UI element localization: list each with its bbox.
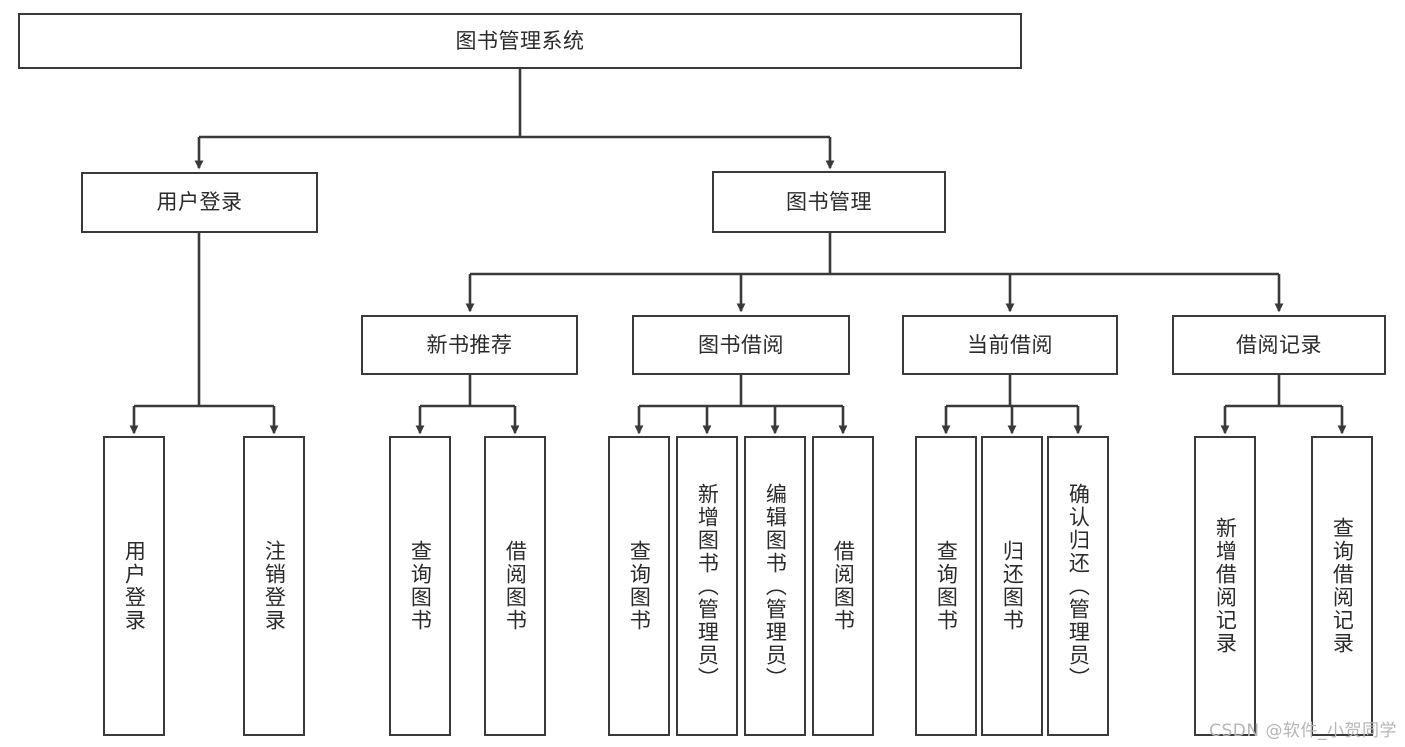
node-current-borrow[interactable]: 当前借阅 [902,315,1118,375]
node-leaf-cb-return-book-label: 归还图书 [1000,540,1025,632]
node-user-login-label: 用户登录 [156,190,243,215]
node-book-management-label: 图书管理 [786,189,872,214]
node-leaf-cb-confirm-return[interactable]: 确认归还（管理员） [1047,436,1109,736]
node-leaf-br-query-record-label: 查询借阅记录 [1330,517,1355,655]
node-leaf-bb-edit-book-label: 编辑图书（管理员） [763,482,788,690]
node-root-label: 图书管理系统 [455,28,585,53]
node-leaf-br-add-record[interactable]: 新增借阅记录 [1194,436,1256,736]
node-borrow-record-label: 借阅记录 [1236,332,1322,357]
node-leaf-bb-borrow-book[interactable]: 借阅图书 [812,436,874,736]
node-leaf-nbr-query-book-label: 查询图书 [408,540,433,632]
csdn-watermark: CSDN @软件_小贺同学 [1209,721,1397,741]
node-root-book-management-system[interactable]: 图书管理系统 [18,13,1022,69]
node-leaf-user-login-label: 用户登录 [122,540,147,632]
node-leaf-logout[interactable]: 注销登录 [243,436,305,736]
node-new-book-recommend[interactable]: 新书推荐 [361,315,578,375]
node-leaf-bb-query-book-label: 查询图书 [627,540,652,632]
node-current-borrow-label: 当前借阅 [967,332,1053,357]
node-leaf-cb-query-book-label: 查询图书 [934,540,959,632]
node-user-login[interactable]: 用户登录 [81,172,318,233]
node-leaf-bb-borrow-book-label: 借阅图书 [831,540,856,632]
node-leaf-nbr-query-book[interactable]: 查询图书 [389,436,451,736]
node-leaf-cb-query-book[interactable]: 查询图书 [915,436,977,736]
node-book-borrow-label: 图书借阅 [698,332,784,357]
node-leaf-logout-label: 注销登录 [262,540,287,632]
node-leaf-bb-add-book[interactable]: 新增图书（管理员） [676,436,738,736]
node-leaf-nbr-borrow-book[interactable]: 借阅图书 [484,436,546,736]
node-leaf-br-add-record-label: 新增借阅记录 [1213,517,1238,655]
node-leaf-bb-edit-book[interactable]: 编辑图书（管理员） [744,436,806,736]
node-leaf-bb-add-book-label: 新增图书（管理员） [695,482,720,690]
node-leaf-bb-query-book[interactable]: 查询图书 [608,436,670,736]
node-book-borrow[interactable]: 图书借阅 [632,315,850,375]
node-leaf-user-login[interactable]: 用户登录 [103,436,165,736]
node-leaf-cb-confirm-return-label: 确认归还（管理员） [1066,482,1091,690]
node-leaf-cb-return-book[interactable]: 归还图书 [981,436,1043,736]
node-leaf-nbr-borrow-book-label: 借阅图书 [503,540,528,632]
node-leaf-br-query-record[interactable]: 查询借阅记录 [1311,436,1373,736]
node-book-management[interactable]: 图书管理 [712,171,946,233]
node-new-book-recommend-label: 新书推荐 [426,332,513,357]
node-borrow-record[interactable]: 借阅记录 [1172,315,1386,375]
